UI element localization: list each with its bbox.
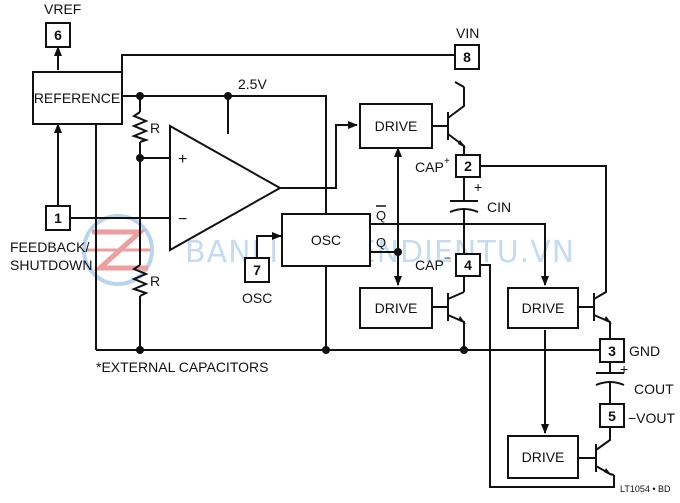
qbar-label: Q (376, 208, 386, 223)
svg-text:8: 8 (463, 49, 471, 65)
part-number: LT1054 • BD (620, 484, 671, 494)
pin-3: 3 (599, 338, 625, 363)
drive-block-1: DRIVE (359, 103, 433, 149)
svg-text:7: 7 (253, 262, 261, 278)
svg-text:3: 3 (608, 343, 616, 359)
cap-plus-sign: + (444, 156, 450, 167)
cin-plus-sign: + (474, 179, 482, 195)
reference-block: REFERENCE (32, 71, 123, 125)
resistor-top-label: R (150, 120, 160, 136)
drive-label-4: DRIVE (522, 449, 565, 465)
minus-sign: − (178, 211, 187, 228)
drive-label-1: DRIVE (375, 118, 418, 134)
pin-6: 6 (45, 22, 71, 48)
drive-block-3: DRIVE (507, 287, 579, 329)
drive-block-2: DRIVE (359, 287, 433, 329)
pin-4: 4 (455, 253, 481, 277)
svg-text:1: 1 (54, 210, 62, 226)
gnd-label: GND (629, 343, 660, 359)
plus-sign: + (178, 151, 187, 168)
cin-label: CIN (487, 199, 511, 215)
pin-7: 7 (244, 257, 270, 283)
svg-text:5: 5 (608, 408, 616, 424)
pin-8: 8 (454, 44, 480, 70)
external-capacitors-note: *EXTERNAL CAPACITORS (96, 359, 268, 375)
cap-plus-label: CAP (415, 159, 444, 175)
osc-pin-label: OSC (242, 290, 272, 306)
drive-label-3: DRIVE (522, 300, 565, 316)
comparator-icon: + − (169, 124, 283, 252)
drive-block-4: DRIVE (507, 435, 579, 479)
shutdown-label: SHUTDOWN (10, 257, 92, 273)
v25-label: 2.5V (238, 76, 267, 92)
pin-5: 5 (599, 403, 625, 428)
pin-2: 2 (455, 154, 481, 178)
cap-minus-label: CAP (415, 257, 444, 273)
resistor-bottom-icon (131, 264, 149, 297)
feedback-label: FEEDBACK/ (10, 239, 89, 255)
osc-block: OSC (281, 213, 371, 267)
svg-text:4: 4 (464, 257, 472, 273)
svg-text:6: 6 (54, 27, 62, 43)
cout-label: COUT (634, 381, 674, 397)
vin-label: VIN (456, 25, 479, 41)
reference-label: REFERENCE (34, 90, 120, 106)
junction-dots (136, 92, 468, 354)
pin-1: 1 (45, 205, 71, 231)
q-label: Q (376, 235, 386, 250)
osc-block-label: OSC (311, 232, 341, 248)
vout-label: −VOUT (628, 410, 676, 426)
cout-plus-sign: + (620, 361, 628, 377)
svg-text:2: 2 (464, 158, 472, 174)
transistor-icons (458, 140, 612, 476)
cap-minus-sign: − (444, 251, 451, 265)
resistor-bottom-label: R (150, 273, 160, 289)
drive-label-2: DRIVE (375, 300, 418, 316)
watermark-logo-icon (82, 214, 154, 286)
resistor-top-icon (131, 111, 150, 143)
vref-label: VREF (44, 1, 81, 17)
